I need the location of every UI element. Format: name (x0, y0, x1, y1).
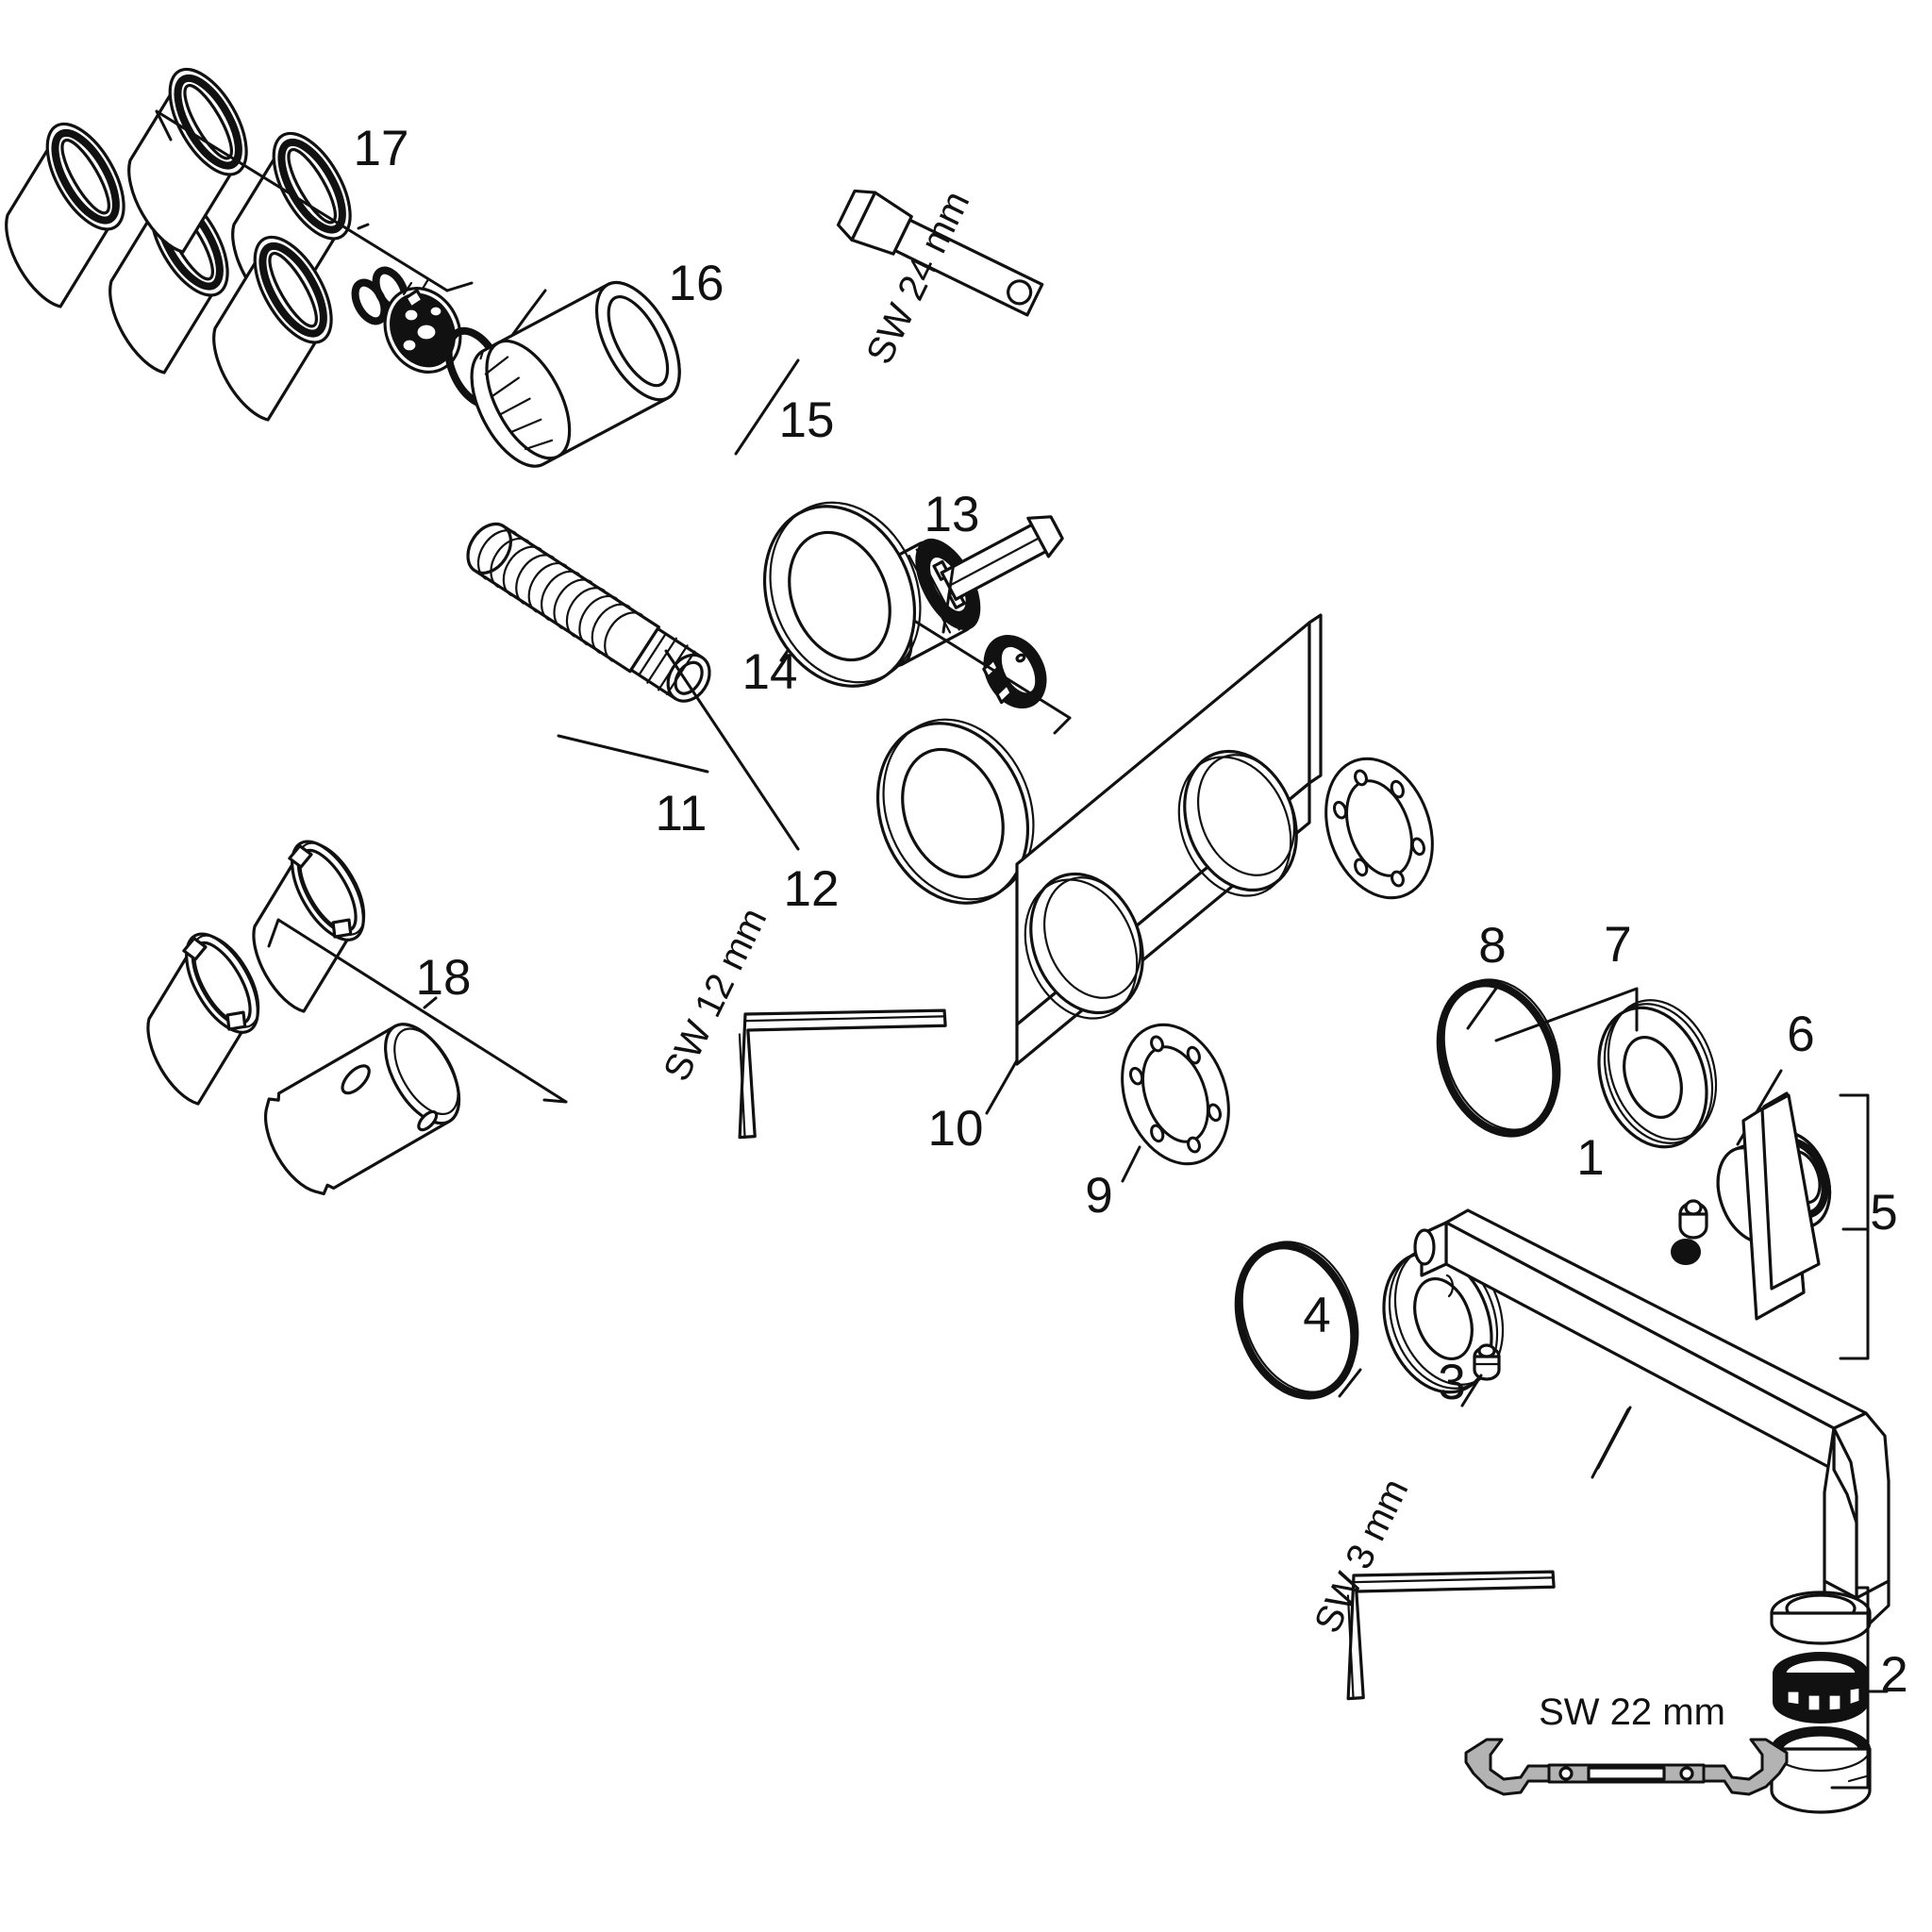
callout-10-leader (985, 1058, 1019, 1115)
callout-label-3: 3 (1438, 1355, 1465, 1410)
callout-4-leader (1338, 1368, 1362, 1398)
tool-sw12-hex-key (738, 1008, 947, 1140)
part-9-flange-lower (1102, 1008, 1249, 1181)
part-2-aerator-assembly (1770, 1591, 1872, 1814)
part-cartridge-detail-top (383, 277, 462, 374)
part-7-washer-upper (1597, 999, 1718, 1149)
callout-label-4: 4 (1303, 1288, 1330, 1343)
callout-label-7: 7 (1604, 917, 1631, 973)
callout-label-11: 11 (655, 786, 707, 841)
tool-sw24-socket-extension (836, 189, 1044, 317)
tool-label-sw3: SW 3 mm (1307, 1473, 1417, 1640)
callout-3-leader (1460, 1374, 1483, 1407)
tool-sw3-hex-key (1346, 1570, 1556, 1701)
part-9-flange-upper (1306, 741, 1453, 915)
part-10-wall-plate (1015, 613, 1323, 1066)
callout-11-leader (557, 734, 709, 774)
callout-label-16: 16 (669, 256, 724, 311)
callout-label-12: 12 (784, 861, 840, 917)
callout-17-bracket (155, 109, 474, 292)
callout-label-17: 17 (354, 121, 409, 176)
tool-sw22-open-end-wrench (1464, 1738, 1789, 1796)
part-8-oring-lower (1234, 1241, 1359, 1400)
callout-label-13: 13 (924, 487, 980, 542)
callout-label-14: 14 (742, 644, 798, 700)
callout-label-9: 9 (1085, 1168, 1112, 1224)
callout-label-1: 1 (1576, 1130, 1604, 1186)
callout-label-5: 5 (1870, 1185, 1897, 1241)
part-flat-washer-a (762, 501, 922, 688)
part-4-escutcheon-lower (1382, 1244, 1505, 1394)
callout-9-leader (1121, 1145, 1141, 1183)
callout-18-bracket (267, 918, 568, 1104)
callout-12-leader (664, 649, 800, 851)
callout-2-bracket (1830, 1586, 1889, 1790)
callout-label-10: 10 (928, 1101, 984, 1157)
callout-7-bracket (1494, 987, 1639, 1042)
callout-5-bracket (1839, 1093, 1870, 1360)
part-5-lever-handle (1741, 1091, 1821, 1321)
callout-15-leader (734, 358, 800, 456)
part-3-grub-screw (1473, 1343, 1501, 1381)
callout-8-leader (1466, 981, 1502, 1030)
part-5-screw-plug (1671, 1199, 1708, 1265)
part-18-extension-kit (146, 840, 461, 1196)
callout-label-8: 8 (1478, 918, 1506, 974)
part-flat-washer-b (875, 718, 1035, 905)
callout-label-15: 15 (779, 392, 835, 448)
part-8-oring-upper (1436, 978, 1561, 1138)
callout-label-18: 18 (416, 950, 472, 1006)
callout-label-6: 6 (1787, 1007, 1814, 1062)
tool-label-sw12: SW 12 mm (656, 902, 774, 1088)
part-11-flexible-hose (466, 522, 711, 703)
part-17-extension-sleeves (0, 58, 387, 428)
tool-label-sw22: SW 22 mm (1539, 1691, 1725, 1733)
callout-label-2: 2 (1880, 1647, 1907, 1703)
callout-1-leader (1591, 1406, 1632, 1479)
part-15-housing-nut (470, 280, 681, 468)
part-1-spout (1413, 1208, 1890, 1638)
